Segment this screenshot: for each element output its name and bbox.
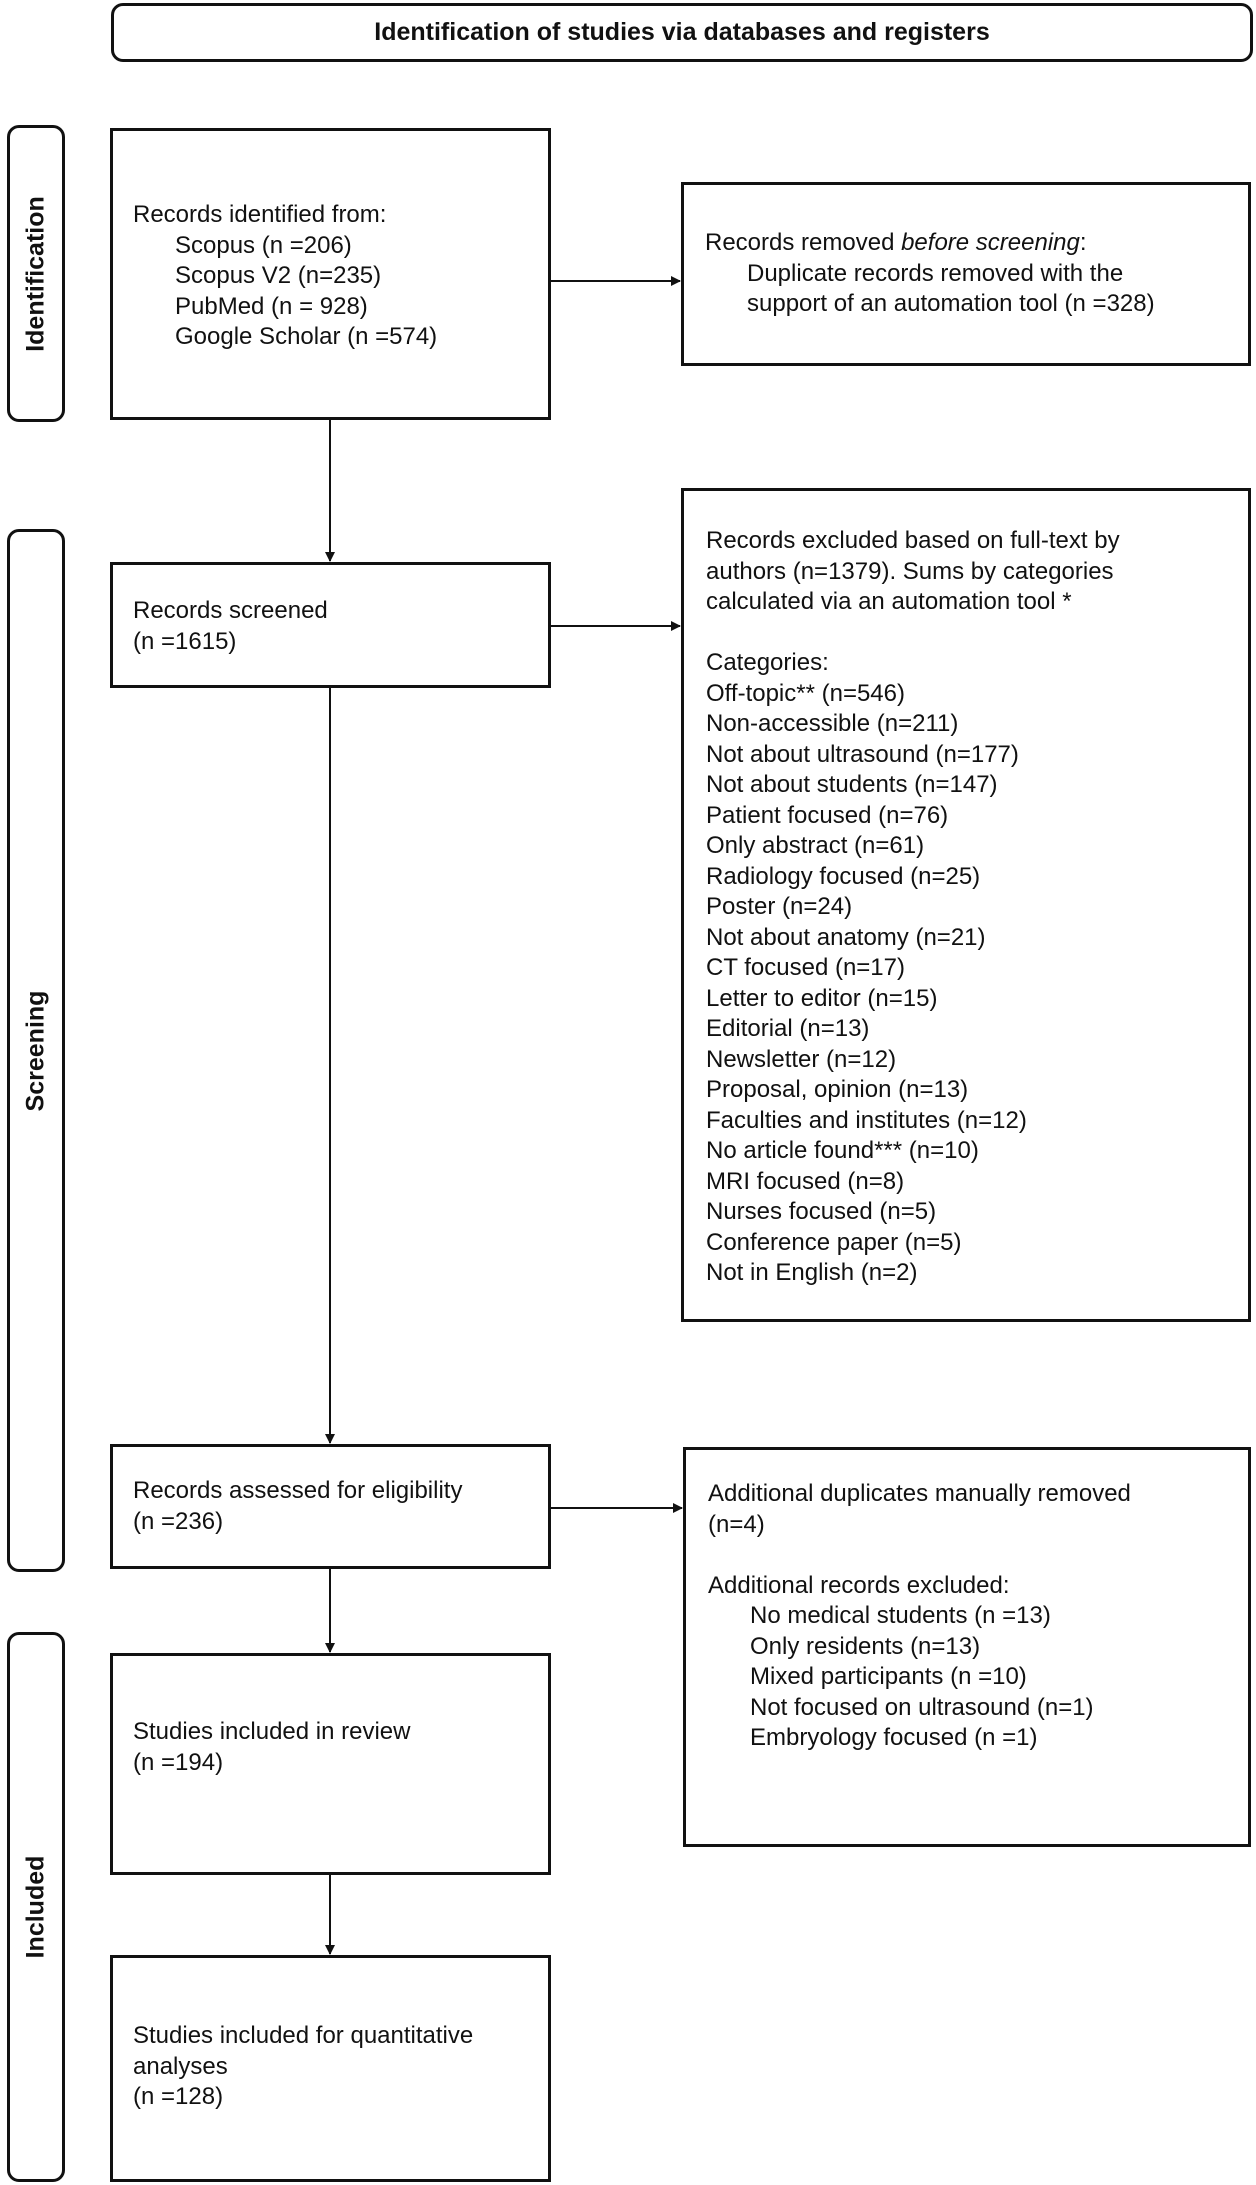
removed-heading-prefix: Records removed — [705, 229, 902, 256]
category-item: Poster (n=24) — [706, 893, 853, 920]
quantitative-line2: analyses — [133, 2052, 228, 2080]
identified-heading: Records identified from: — [133, 201, 387, 228]
removed-line2: support of an automation tool (n =328) — [747, 290, 1155, 317]
category-item: Newsletter (n=12) — [706, 1045, 897, 1073]
records-excluded-text: Records excluded based on full-text by a… — [706, 526, 1120, 1289]
category-item: Patient focused (n=76) — [706, 801, 949, 829]
removed-heading-suffix: : — [1079, 229, 1087, 256]
category-item: Not about ultrasound (n=177) — [706, 740, 1019, 768]
additional-item: No medical students (n =13) — [750, 1602, 1051, 1629]
source-scopus: Scopus (n =206) — [175, 231, 352, 259]
records-identified-box — [110, 128, 551, 420]
phase-identification: Identification — [7, 125, 65, 422]
screened-label: Records screened — [133, 597, 328, 624]
additional-text: Additional duplicates manually removed (… — [708, 1479, 1131, 1754]
category-item: CT focused (n=17) — [706, 954, 905, 981]
category-item: Radiology focused (n=25) — [706, 862, 981, 890]
removed-heading: Records removed before screening: — [705, 228, 1155, 259]
records-excluded-box — [681, 488, 1251, 1322]
additional-dup-line2: (n=4) — [708, 1510, 765, 1538]
review-count: (n =194) — [133, 1748, 224, 1776]
category-item: Only abstract (n=61) — [706, 832, 925, 859]
excluded-line3: calculated via an automation tool * — [706, 588, 1072, 615]
additional-item: Embryology focused (n =1) — [750, 1724, 1038, 1751]
category-item: Editorial (n=13) — [706, 1015, 870, 1042]
eligibility-text: Records assessed for eligibility (n =236… — [133, 1476, 462, 1537]
category-item: Faculties and institutes (n=12) — [706, 1106, 1027, 1134]
review-label: Studies included in review — [133, 1718, 411, 1745]
source-scopus-v2: Scopus V2 (n=235) — [175, 262, 382, 289]
category-item: No article found*** (n=10) — [706, 1137, 979, 1164]
records-removed-box — [681, 182, 1251, 366]
review-text: Studies included in review (n =194) — [133, 1717, 411, 1778]
additional-item: Only residents (n=13) — [750, 1632, 981, 1660]
header-box: Identification of studies via databases … — [111, 3, 1253, 62]
category-item: Letter to editor (n=15) — [706, 984, 938, 1012]
source-pubmed: PubMed (n = 928) — [175, 292, 368, 320]
additional-dup-line1: Additional duplicates manually removed — [708, 1480, 1131, 1507]
removed-heading-em: before screening — [901, 229, 1080, 256]
source-google-scholar: Google Scholar (n =574) — [175, 323, 438, 350]
excluded-line2: authors (n=1379). Sums by categories — [706, 557, 1114, 585]
category-item: Proposal, opinion (n=13) — [706, 1076, 969, 1103]
quantitative-text: Studies included for quantitative analys… — [133, 2021, 473, 2113]
category-item: Not about students (n=147) — [706, 771, 998, 798]
quantitative-box — [110, 1955, 551, 2182]
additional-item: Mixed participants (n =10) — [750, 1663, 1027, 1690]
additional-box — [683, 1447, 1251, 1847]
records-identified-text: Records identified from: Scopus (n =206)… — [133, 200, 437, 353]
header-title: Identification of studies via databases … — [374, 18, 990, 46]
eligibility-count: (n =236) — [133, 1507, 224, 1535]
eligibility-box — [110, 1444, 551, 1569]
category-item: Nurses focused (n=5) — [706, 1198, 937, 1225]
category-item: Conference paper (n=5) — [706, 1228, 962, 1256]
phase-screening: Screening — [7, 529, 65, 1572]
screened-count: (n =1615) — [133, 627, 237, 655]
review-box — [110, 1653, 551, 1875]
quantitative-count: (n =128) — [133, 2083, 224, 2110]
records-removed-text: Records removed before screening: Duplic… — [705, 228, 1155, 320]
category-item: Off-topic** (n=546) — [706, 679, 905, 707]
records-screened-box — [110, 562, 551, 688]
quantitative-line1: Studies included for quantitative — [133, 2022, 474, 2049]
additional-item: Not focused on ultrasound (n=1) — [750, 1693, 1094, 1721]
category-item: Not about anatomy (n=21) — [706, 923, 986, 951]
records-screened-text: Records screened (n =1615) — [133, 596, 328, 657]
eligibility-label: Records assessed for eligibility — [133, 1477, 463, 1504]
category-item: MRI focused (n=8) — [706, 1167, 905, 1195]
category-item: Not in English (n=2) — [706, 1259, 918, 1286]
phase-included: Included — [7, 1632, 65, 2182]
category-item: Non-accessible (n=211) — [706, 710, 959, 737]
removed-line1: Duplicate records removed with the — [747, 259, 1124, 287]
excluded-line1: Records excluded based on full-text by — [706, 527, 1120, 554]
categories-label: Categories: — [706, 649, 829, 676]
additional-excluded-label: Additional records excluded: — [708, 1571, 1010, 1599]
